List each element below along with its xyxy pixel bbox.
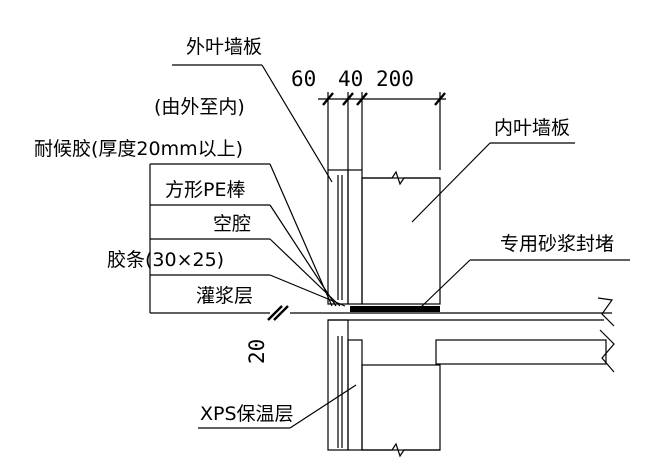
lower-wall-panel [327,319,615,458]
dim-60: 60 [291,67,316,91]
label-rubber-strip: 胶条(30×25) [107,249,224,271]
dim-200: 200 [376,67,414,91]
label-cavity: 空腔 [213,213,251,235]
label-outer-leaf: 外叶墙板 [186,36,262,58]
dim-40: 40 [338,67,363,91]
label-mortar-seal: 专用砂浆封堵 [500,233,614,255]
dim-20: 20 [245,339,269,364]
label-order-note: (由外至内) [154,96,245,118]
floor-slab-line [150,297,615,327]
mortar-seal-strip [350,306,440,312]
label-pe-rod: 方形PE棒 [165,179,245,201]
label-grout: 灌浆层 [196,285,253,307]
dimension-line [318,92,446,170]
upper-wall-panel [327,169,441,305]
label-sealant: 耐候胶(厚度20mm以上) [34,138,243,160]
label-inner-leaf: 内叶墙板 [494,117,570,139]
label-xps: XPS保温层 [200,403,294,425]
leader-lines [149,64,630,429]
